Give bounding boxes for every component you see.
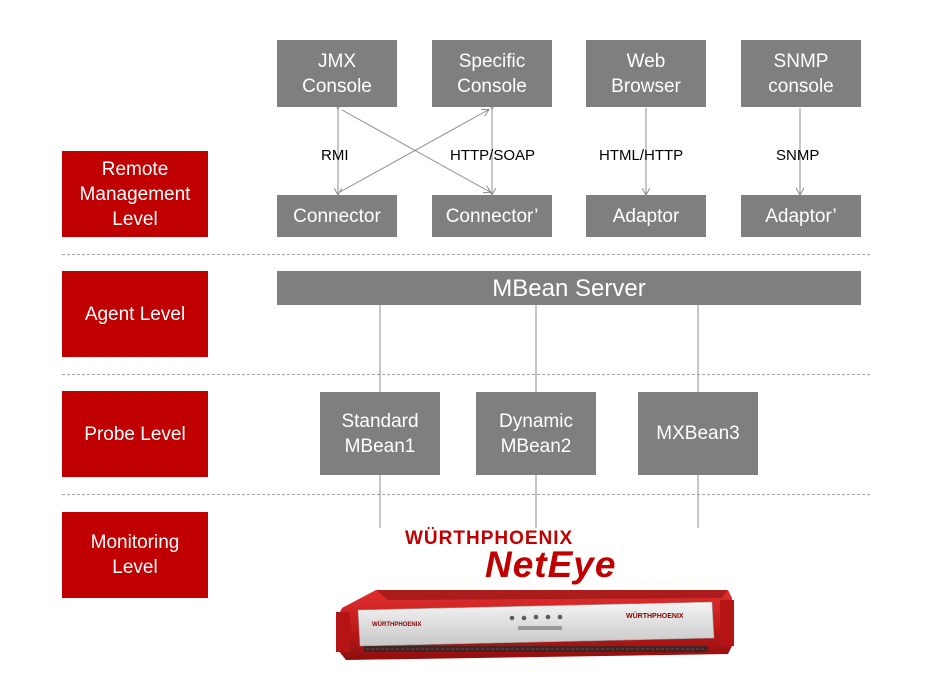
adaptor-box: Adaptor (586, 195, 706, 237)
neteye-wordmark: NetEye (485, 544, 617, 585)
neteye-appliance-image: WÜRTHPHOENIX WÜRTHPHOENIX (336, 590, 734, 660)
separator-remote-agent (62, 254, 870, 255)
led-1 (509, 615, 515, 621)
mxbean-box: MXBean3 (638, 392, 758, 475)
wurthphoenix-wordmark: WÜRTHPHOENIX (405, 528, 574, 549)
cross-link-connector-to-specific (339, 110, 488, 193)
specific-console-box: Specific Console (432, 40, 552, 107)
led-5 (557, 614, 563, 620)
separator-agent-probe (62, 374, 870, 375)
connector-prime-box: Connector’ (432, 195, 552, 237)
led-2 (521, 615, 527, 621)
connector-box: Connector (277, 195, 397, 237)
snmp-protocol-label: SNMP (776, 147, 820, 164)
rack-ear-left (336, 612, 350, 652)
led-3 (533, 614, 539, 620)
panel-left-brand-text: WÜRTHPHOENIX (372, 621, 421, 628)
dynamic-mbean-box: Dynamic MBean2 (476, 392, 596, 475)
led-4 (545, 614, 551, 620)
jmx-console-box: JMX Console (277, 40, 397, 107)
mbean-server-bar: MBean Server (277, 271, 861, 305)
monitoring-level-label: Monitoring Level (62, 512, 208, 598)
separator-probe-monitoring (62, 494, 870, 495)
standard-mbean-box: Standard MBean1 (320, 392, 440, 475)
adaptor-prime-box: Adaptor’ (741, 195, 861, 237)
panel-right-brand-text: WÜRTHPHOENIX (626, 611, 684, 620)
html-http-protocol-label: HTML/HTTP (599, 147, 684, 164)
remote-management-level-label: Remote Management Level (62, 151, 208, 237)
appliance-front-panel (357, 601, 715, 647)
rack-ear-right (720, 600, 734, 646)
agent-level-label: Agent Level (62, 271, 208, 357)
appliance-top-edge (376, 590, 728, 600)
neteye-logo: WÜRTHPHOENIX NetEye (400, 528, 670, 585)
cross-link-jmx-to-connector-prime (341, 109, 490, 192)
snmp-console-box: SNMP console (741, 40, 861, 107)
web-browser-box: Web Browser (586, 40, 706, 107)
probe-level-label: Probe Level (62, 391, 208, 477)
rmi-protocol-label: RMI (321, 147, 349, 164)
http-soap-protocol-label: HTTP/SOAP (450, 147, 536, 164)
panel-button-strip (518, 626, 562, 630)
